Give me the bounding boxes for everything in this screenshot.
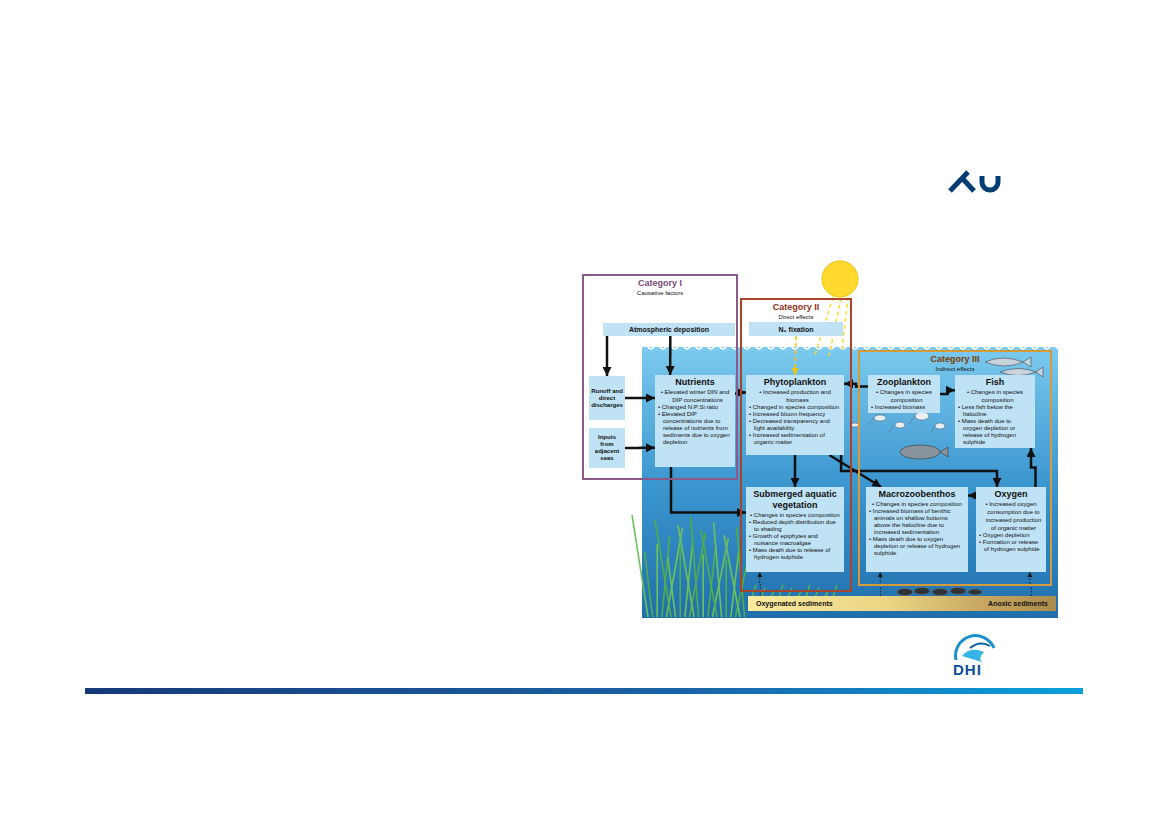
node-heading: Runoff and direct discharges <box>591 388 623 409</box>
node-text: • Elevated winter DIN and DIP concentrat… <box>658 388 732 404</box>
node-heading: Nutrients <box>658 377 732 388</box>
flow-arrow <box>880 572 881 596</box>
logo-text: DHI <box>953 661 982 678</box>
process-box: Macrozoobenthos• Changes in species comp… <box>866 487 968 572</box>
sun <box>822 261 858 297</box>
flow-arrow <box>968 494 976 497</box>
source-box: Atmospheric deposition <box>603 323 735 336</box>
node-heading: Category III <box>860 354 1050 365</box>
flow-arrow <box>669 336 672 375</box>
node-text: • Elevated DIP concentrations due to rel… <box>658 411 732 446</box>
node-text: Anoxic sediments <box>988 599 1048 608</box>
node-text: • Increased bloom frequency <box>749 411 841 418</box>
node-text: Direct effects <box>742 313 850 321</box>
au-logo <box>950 172 998 191</box>
grass-blade <box>645 552 653 617</box>
grass-blade <box>702 554 704 617</box>
node-heading: Phytoplankton <box>749 377 841 388</box>
source-box: Inputs from adjacent seas <box>589 428 625 468</box>
grass-blade <box>679 549 681 617</box>
flow-arrow <box>1030 572 1032 596</box>
mussels <box>897 588 982 596</box>
node-text: • Increased sedimentation of organic mat… <box>749 432 841 446</box>
flow-arrow <box>1031 448 1036 487</box>
flow-arrow <box>795 336 796 375</box>
node-heading: Category II <box>742 302 850 313</box>
node-heading: Atmospheric deposition <box>629 325 709 334</box>
node-heading: Category I <box>584 278 736 289</box>
node-text: • Mass death due to oxygen depletion or … <box>869 536 965 557</box>
process-box: Submerged aquatic vegetation• Changes in… <box>746 487 844 572</box>
node-text: • Changed N:P:Si ratio <box>658 404 732 411</box>
zooplankton-drawings <box>851 412 945 432</box>
grass-blade <box>691 517 699 617</box>
category-frame: Category ICausative factorsAtmospheric d… <box>582 274 738 480</box>
node-text: • Increased biomass of benthic animals o… <box>869 508 965 536</box>
node-text: • Increased oxygen consumption due to in… <box>979 500 1043 532</box>
grass-blade <box>725 559 727 617</box>
process-box: Phytoplankton• Increased production and … <box>746 375 844 455</box>
flow-arrow <box>759 572 761 596</box>
node-heading: Macrozoobenthos <box>869 489 965 500</box>
flow-arrow <box>671 467 746 513</box>
grass-blade <box>668 557 676 617</box>
sediment-band: Oxygenated sediments Anoxic sediments <box>748 596 1056 611</box>
water-body <box>642 347 1058 618</box>
flow-arrow <box>844 384 868 387</box>
category-frame: Category IIIIndirect effectsZooplankton•… <box>858 350 1052 586</box>
node-heading: Zooplankton <box>871 377 937 388</box>
process-box: Fish• Changes in species composition• Le… <box>955 375 1035 448</box>
node-text: Causative factors <box>584 289 736 297</box>
process-box: Zooplankton• Changes in species composit… <box>868 375 940 413</box>
process-box: N₂ fixation <box>749 322 843 336</box>
node-text: • Increased production and biomass <box>749 388 841 404</box>
node-text: • Changes in species composition <box>749 511 841 519</box>
flow-arrow <box>625 397 655 400</box>
node-text: • Mass death due to oxygen depletion or … <box>958 418 1032 446</box>
node-text: • Increased biomass <box>871 404 937 411</box>
node-heading: Fish <box>958 377 1032 388</box>
node-text: • Less fish below the halocline <box>958 404 1032 418</box>
water-surface <box>642 345 1062 349</box>
process-box: Oxygen• Increased oxygen consumption due… <box>976 487 1046 572</box>
node-heading: Oxygen <box>979 489 1043 500</box>
node-text: • Changes in species composition <box>869 500 965 508</box>
node-heading: Oxygenated sediments <box>756 599 833 608</box>
node-text: • Formation or release of hydrogen sulph… <box>979 539 1043 553</box>
node-text: • Changes in species composition <box>958 388 1032 404</box>
node-text: • Growth of epiphytes and nuisance macro… <box>749 533 841 547</box>
node-text: • Oxygen depletion <box>979 532 1043 539</box>
grass-blade <box>656 544 658 617</box>
node-text: Indirect effects <box>860 365 1050 373</box>
node-heading: N₂ fixation <box>779 325 814 334</box>
node-text: • Decreased transparency and light avail… <box>749 418 841 432</box>
flow-arrow <box>794 455 797 487</box>
node-heading: Inputs from adjacent seas <box>591 434 623 462</box>
flow-arrow <box>606 336 609 376</box>
flow-arrow <box>940 390 955 394</box>
source-box: Runoff and direct discharges <box>589 376 625 420</box>
process-box: Nutrients• Elevated winter DIN and DIP c… <box>655 375 735 467</box>
node-text: • Changed in species composition <box>749 404 841 411</box>
node-text: • Changes in species composition <box>871 388 937 404</box>
node-text: • Reduced depth distribution due to shad… <box>749 519 841 533</box>
footer-bar <box>85 688 1083 694</box>
grass-blade <box>724 535 740 617</box>
node-heading: Submerged aquatic vegetation <box>749 489 841 511</box>
flow-arrow <box>625 446 655 449</box>
node-text: • Mass death due to release of hydrogen … <box>749 547 841 561</box>
dhi-logo <box>956 636 994 662</box>
category-frame: Category IIDirect effects N₂ fixationPhyt… <box>740 298 852 592</box>
flow-arrow <box>841 455 997 487</box>
grass-blade <box>714 522 722 617</box>
